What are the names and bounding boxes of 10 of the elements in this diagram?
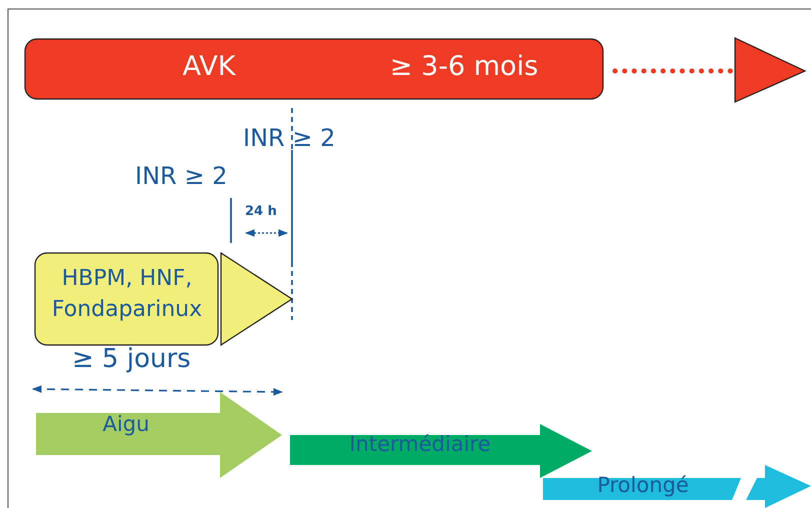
threshold-label: INR ≥ 2 xyxy=(135,162,228,190)
duration-label: ≥ 5 jours xyxy=(72,344,191,374)
drug-label: HBPM, HNF, Fondaparinux xyxy=(50,265,204,324)
duration-label: ≥ 3-6 mois xyxy=(388,51,540,82)
phase-label: Prolongé xyxy=(596,473,690,497)
phase-label: Intermédiaire xyxy=(348,432,492,456)
drug-label: AVK xyxy=(182,51,237,82)
threshold-label: INR ≥ 2 xyxy=(243,124,336,152)
interval-label: 24 h xyxy=(245,204,277,219)
phase-label: Aigu xyxy=(102,412,150,436)
